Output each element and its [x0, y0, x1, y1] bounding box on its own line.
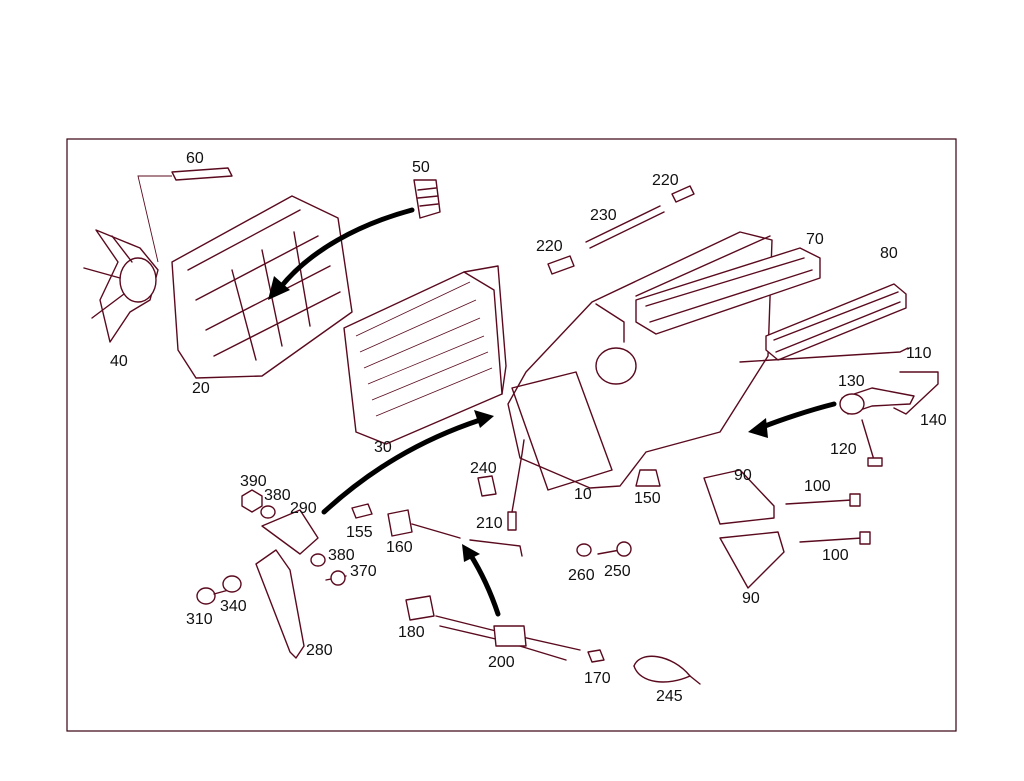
part-370-screw[interactable] — [325, 570, 347, 586]
callout-240[interactable]: 240 — [470, 460, 497, 477]
part-90-bracket-lower[interactable] — [719, 531, 785, 589]
part-150-grommet[interactable] — [635, 469, 661, 487]
part-80-air-duct[interactable] — [765, 283, 907, 361]
part-170-terminal[interactable] — [587, 649, 605, 663]
part-70-air-duct[interactable] — [635, 247, 821, 335]
callout-310[interactable]: 310 — [186, 611, 213, 628]
part-160-connector[interactable] — [387, 509, 461, 539]
part-155-terminal[interactable] — [351, 503, 373, 519]
callout-180[interactable]: 180 — [398, 624, 425, 641]
part-20-fan-housing[interactable] — [171, 195, 353, 379]
part-120-bolt[interactable] — [861, 419, 883, 467]
part-280-strap[interactable] — [255, 549, 305, 659]
callout-80[interactable]: 80 — [880, 245, 898, 262]
callout-90-upper[interactable]: 90 — [734, 467, 752, 484]
callout-100-upper[interactable]: 100 — [804, 478, 831, 495]
callout-290[interactable]: 290 — [290, 500, 317, 517]
arrow-linkage-to-housing — [748, 401, 837, 438]
part-220-end-fitting-lower[interactable] — [547, 255, 575, 275]
callout-370[interactable]: 370 — [350, 563, 377, 580]
part-180-connector[interactable] — [405, 595, 435, 621]
callout-380-upper[interactable]: 380 — [264, 487, 291, 504]
part-245-cable-tie[interactable] — [633, 655, 701, 685]
arrow-harness-to-sensor — [462, 544, 501, 617]
part-30-heater-core[interactable] — [343, 265, 507, 445]
callout-10[interactable]: 10 — [574, 486, 592, 503]
part-50-clip[interactable] — [413, 179, 441, 219]
callout-170[interactable]: 170 — [584, 670, 611, 687]
callout-230[interactable]: 230 — [590, 207, 617, 224]
part-250-screw[interactable] — [597, 541, 632, 557]
part-130-lever[interactable] — [839, 387, 915, 415]
part-200-wiring-harness[interactable] — [435, 615, 581, 661]
part-210-sensor[interactable] — [469, 439, 525, 557]
callout-40[interactable]: 40 — [110, 353, 128, 370]
arrow-290-to-housing — [321, 410, 494, 515]
callout-390[interactable]: 390 — [240, 473, 267, 490]
callout-30[interactable]: 30 — [374, 439, 392, 456]
callout-220-lower[interactable]: 220 — [536, 238, 563, 255]
part-230-strut[interactable] — [585, 205, 665, 249]
part-240-clip[interactable] — [477, 475, 497, 497]
callout-200[interactable]: 200 — [488, 654, 515, 671]
callout-130[interactable]: 130 — [838, 373, 865, 390]
part-60-rod[interactable] — [137, 167, 233, 263]
callout-120[interactable]: 120 — [830, 441, 857, 458]
callout-340[interactable]: 340 — [220, 598, 247, 615]
part-340-washer[interactable] — [222, 575, 242, 593]
part-380-washer-upper[interactable] — [260, 505, 276, 519]
callout-50[interactable]: 50 — [412, 159, 430, 176]
callout-20[interactable]: 20 — [192, 380, 210, 397]
part-40-fan[interactable] — [83, 229, 159, 343]
callout-155[interactable]: 155 — [346, 524, 373, 541]
arrow-50-to-housing — [268, 207, 415, 300]
callout-160[interactable]: 160 — [386, 539, 413, 556]
part-310-bolt[interactable] — [196, 587, 237, 605]
callout-260[interactable]: 260 — [568, 567, 595, 584]
callout-245[interactable]: 245 — [656, 688, 683, 705]
diagram-frame — [66, 138, 957, 732]
callout-280[interactable]: 280 — [306, 642, 333, 659]
part-110-linkage-rod[interactable] — [739, 347, 909, 363]
part-90-bracket-upper[interactable] — [703, 469, 775, 525]
callout-100-lower[interactable]: 100 — [822, 547, 849, 564]
callout-60[interactable]: 60 — [186, 150, 204, 167]
callout-220-upper[interactable]: 220 — [652, 172, 679, 189]
callout-210[interactable]: 210 — [476, 515, 503, 532]
part-100-screw-lower[interactable] — [799, 531, 871, 545]
part-380-washer-lower[interactable] — [310, 553, 326, 567]
callout-90-lower[interactable]: 90 — [742, 590, 760, 607]
callout-250[interactable]: 250 — [604, 563, 631, 580]
part-220-end-fitting-upper[interactable] — [671, 185, 695, 203]
callout-110[interactable]: 110 — [906, 345, 932, 362]
callout-150[interactable]: 150 — [634, 490, 661, 507]
part-100-screw-upper[interactable] — [785, 493, 861, 507]
part-260-washer[interactable] — [576, 543, 592, 557]
callout-70[interactable]: 70 — [806, 231, 824, 248]
part-140-cable[interactable] — [893, 371, 939, 415]
callout-380-lower[interactable]: 380 — [328, 547, 355, 564]
part-290-bracket[interactable] — [261, 509, 319, 555]
part-390-nut[interactable] — [241, 489, 263, 513]
callout-140[interactable]: 140 — [920, 412, 947, 429]
